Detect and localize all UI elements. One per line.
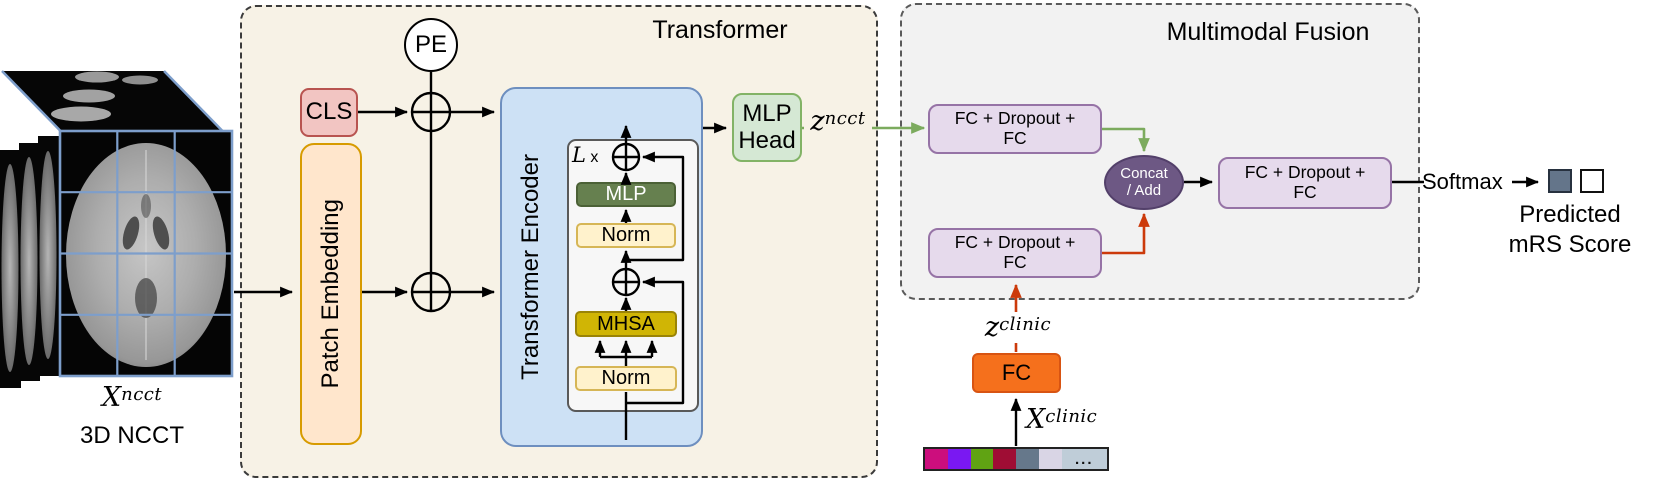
zclinic-base: z	[984, 312, 1000, 343]
mlp-head-label: MLP Head	[738, 99, 796, 154]
class-square-filled-icon	[1548, 169, 1572, 193]
predicted-line1: Predicted	[1519, 201, 1621, 228]
zncct-sup: ncct	[824, 108, 866, 129]
xncct-sup: ncct	[121, 384, 163, 405]
patch-embedding-box: Patch Embedding	[300, 143, 362, 445]
norm-top-box: Norm	[576, 223, 676, 248]
latent-ncct-label: zncct	[804, 106, 872, 137]
predicted-line2: mRS Score	[1508, 231, 1632, 258]
cls-label: CLS	[305, 98, 353, 126]
fc-dropout-clinic-box: FC + Dropout + FC	[928, 228, 1102, 278]
norm-top-label: Norm	[601, 224, 651, 247]
cls-token-box: CLS	[300, 88, 358, 137]
zncct-base: z	[810, 106, 825, 137]
strip-cell	[1038, 449, 1062, 469]
ncct-cube-top-face	[1, 70, 224, 133]
ncct-volume-graphic	[0, 70, 234, 388]
concat-add-node: Concat / Add	[1104, 155, 1184, 210]
concat-line1: Concat	[1120, 164, 1168, 182]
zclinic-sup: clinic	[999, 314, 1052, 335]
mhsa-label: MHSA	[597, 312, 655, 335]
clinical-feature-strip: ...	[923, 447, 1109, 471]
fc-dropout-image-label: FC + Dropout + FC	[954, 108, 1076, 148]
transformer-encoder-label-wrap: Transformer Encoder	[502, 92, 560, 442]
softmax-label: Softmax	[1422, 169, 1503, 194]
xclinic-sup: clinic	[1045, 406, 1098, 427]
positional-encoding-node: PE	[404, 18, 458, 72]
strip-cell	[970, 449, 994, 469]
clinical-fc-label: FC	[1001, 359, 1032, 385]
strip-cell	[925, 449, 948, 469]
clinical-fc-box: FC	[972, 353, 1061, 393]
patch-embedding-label: Patch Embedding	[316, 199, 344, 389]
strip-cell: ...	[1061, 449, 1107, 469]
class-square-open-icon	[1580, 169, 1604, 193]
fc-dropout-image-box: FC + Dropout + FC	[928, 104, 1102, 154]
loop-count-label: L x	[572, 143, 598, 167]
predicted-score-caption: Predicted mRS Score	[1478, 200, 1662, 260]
transformer-encoder-label: Transformer Encoder	[517, 154, 544, 380]
mlp-label: MLP	[605, 183, 647, 206]
clinic-input-formula: Xclinic	[1026, 406, 1136, 433]
mlp-head-box: MLP Head	[732, 93, 802, 162]
fc-dropout-output-box: FC + Dropout + FC	[1218, 157, 1392, 209]
pe-label: PE	[414, 31, 447, 58]
fc-dropout-output-label: FC + Dropout + FC	[1244, 162, 1366, 202]
ncct-slice-fan	[0, 136, 59, 388]
ncct-input-formula: Xncct	[66, 384, 198, 411]
loop-x: x	[590, 149, 599, 166]
loop-l: L	[572, 143, 586, 167]
mhsa-box: MHSA	[575, 311, 677, 337]
norm-bottom-box: Norm	[575, 366, 677, 391]
mlp-box: MLP	[576, 182, 676, 207]
ncct-input-caption: 3D NCCT	[79, 422, 184, 449]
xclinic-base: X	[1026, 404, 1046, 435]
norm-bottom-label: Norm	[601, 367, 651, 390]
transformer-title: Transformer	[652, 16, 788, 44]
ncct-front-face	[58, 129, 234, 378]
strip-cell	[993, 449, 1016, 469]
concat-line2: / Add	[1126, 181, 1162, 199]
xncct-base: X	[101, 382, 122, 413]
strip-cell	[947, 449, 971, 469]
fc-dropout-clinic-label: FC + Dropout + FC	[954, 232, 1076, 272]
patch-grid	[60, 131, 232, 376]
strip-cell	[1016, 449, 1039, 469]
latent-clinic-label: zclinic	[974, 312, 1062, 343]
fusion-title: Multimodal Fusion	[1166, 18, 1370, 46]
